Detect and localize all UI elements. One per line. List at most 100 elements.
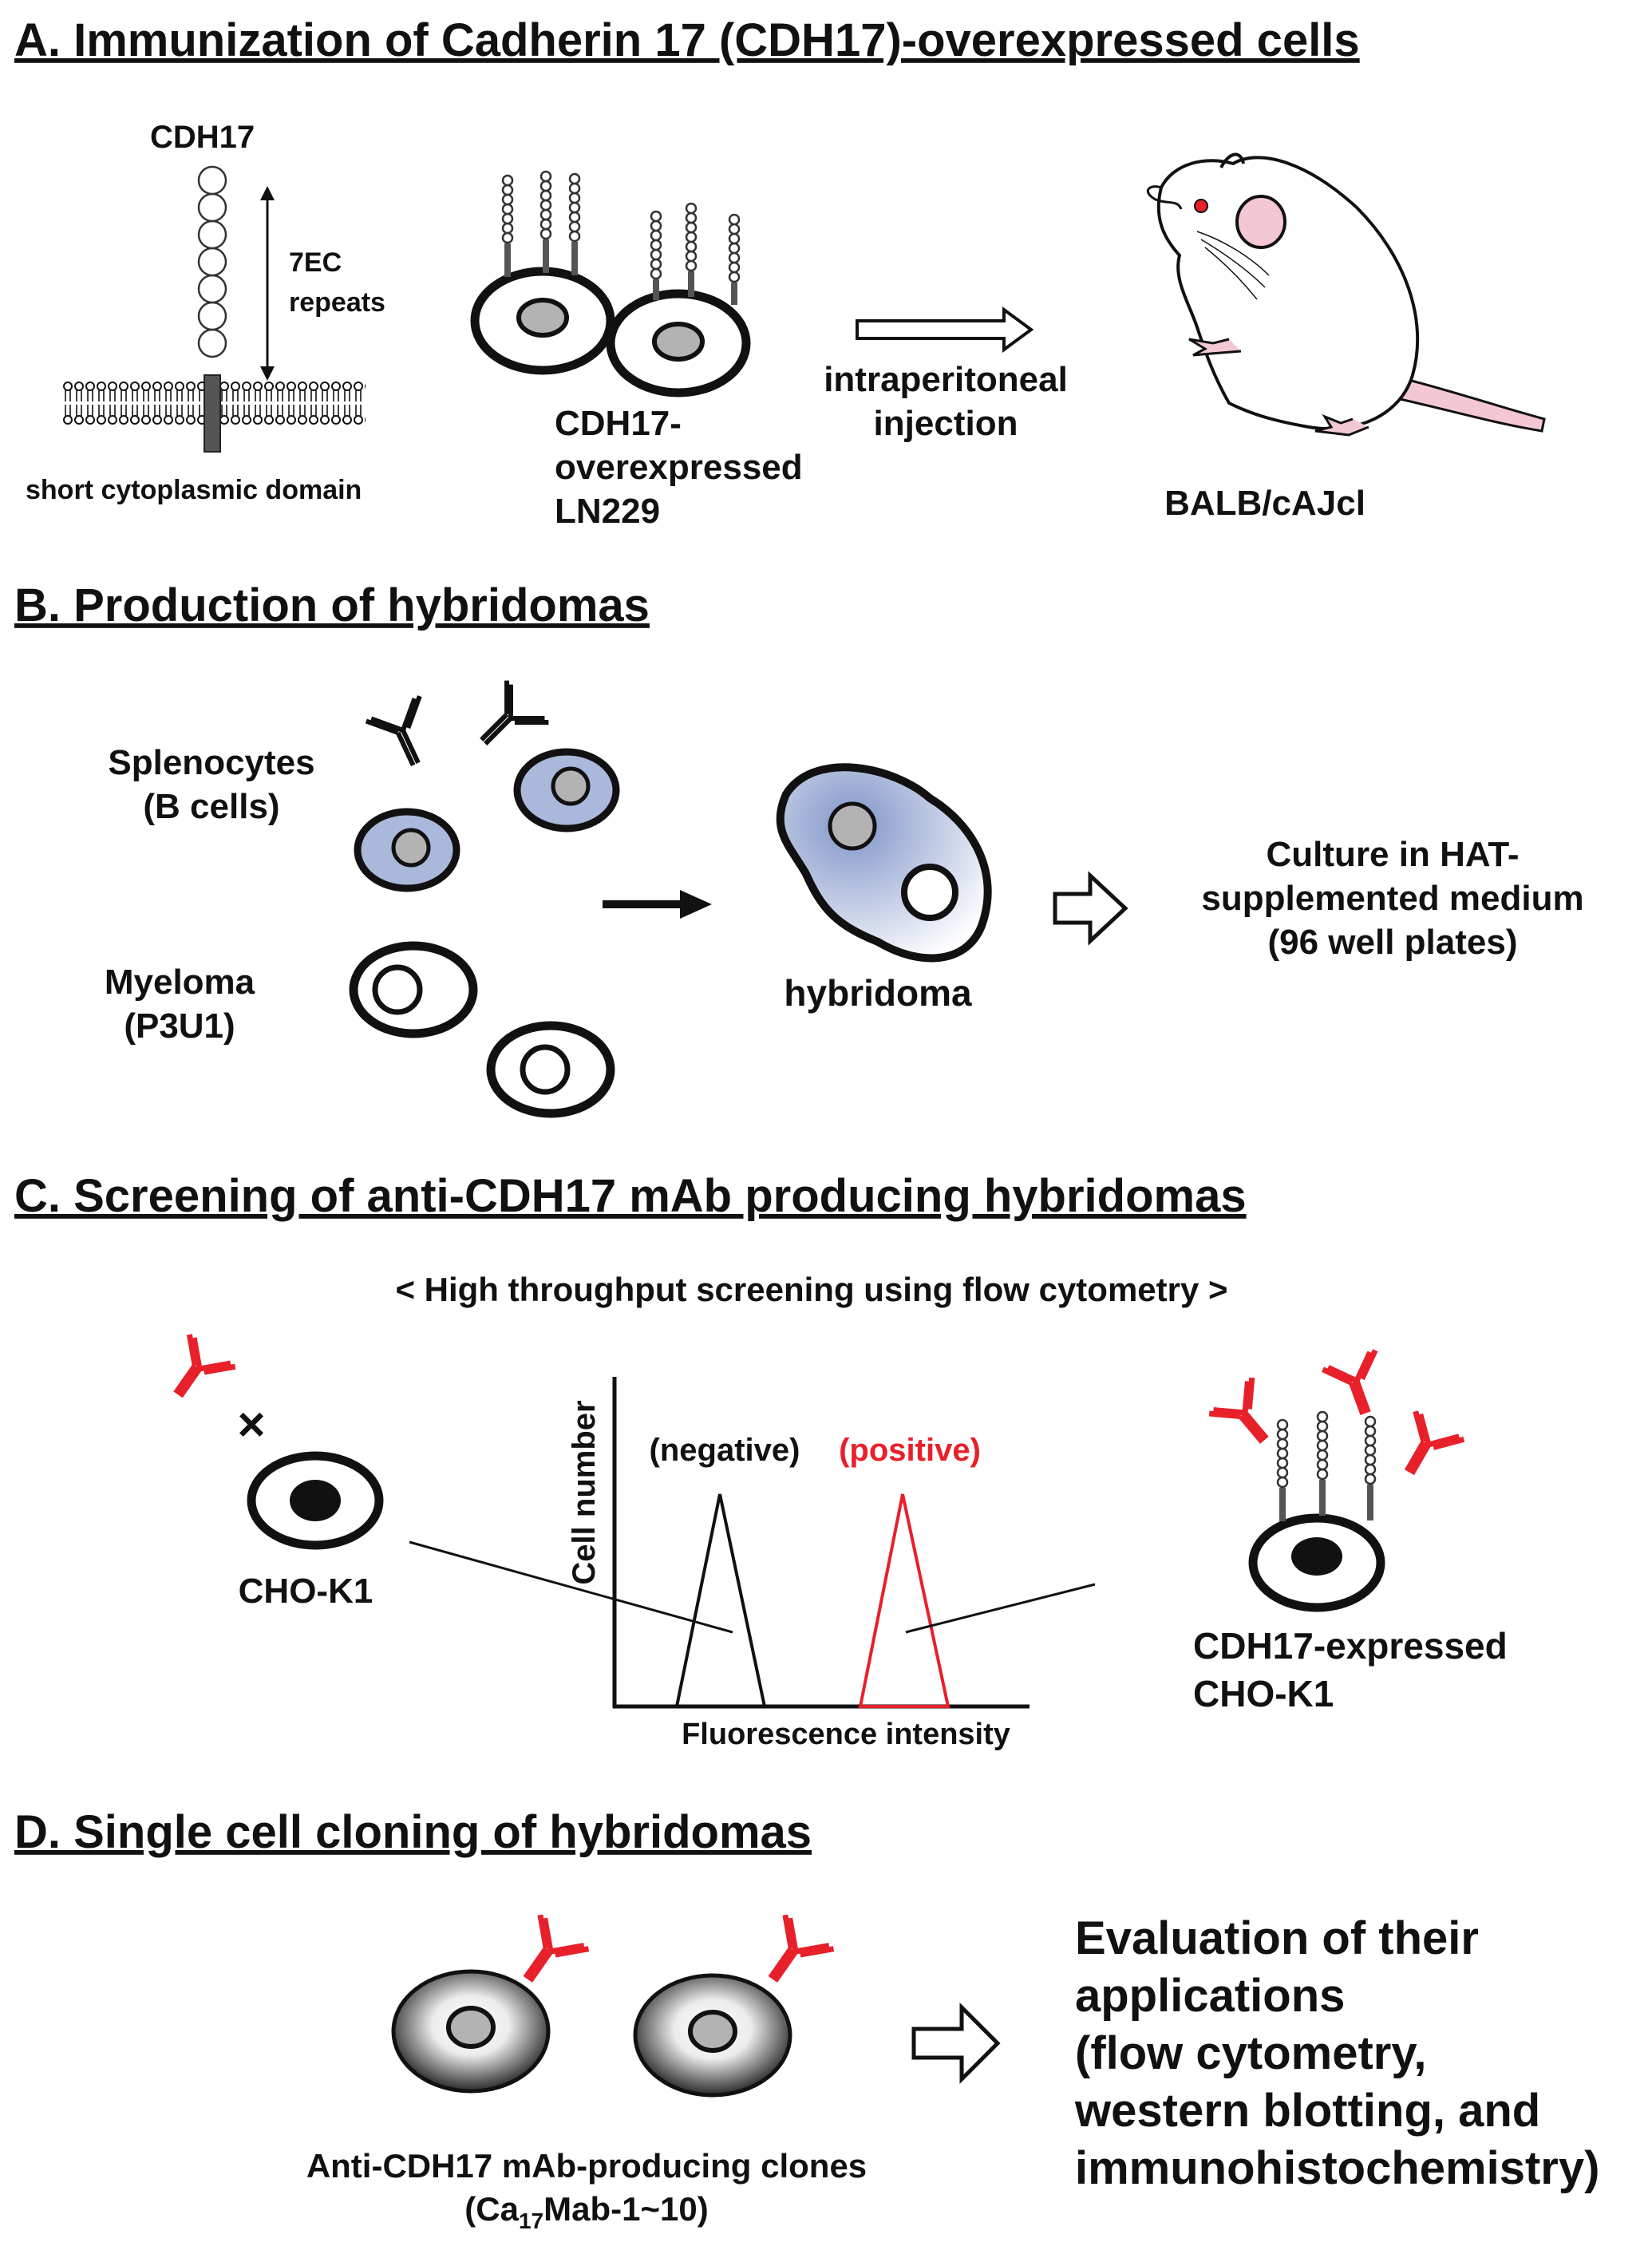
ec-repeat-bead xyxy=(197,274,227,304)
negative-peak-label: (negative) xyxy=(650,1433,800,1468)
cdh17-molecule xyxy=(568,172,581,275)
cdh17-expressed-cell xyxy=(1208,1349,1465,1612)
evaluation-line5: immunohistochemistry) xyxy=(1075,2142,1599,2194)
y-axis-label: Cell number xyxy=(567,1400,602,1584)
ec-repeat-bead xyxy=(197,301,227,331)
clones-label-line2: (Ca17Mab-1~10) xyxy=(464,2190,708,2233)
ec-repeat-bead xyxy=(197,219,227,250)
myeloma-label-line1: Myeloma xyxy=(105,963,255,1002)
cdh17-label: CDH17 xyxy=(150,120,255,155)
red-antibody-unbound xyxy=(173,1334,236,1398)
ln229-cell-2 xyxy=(606,289,751,397)
panel-d: D. Single cell cloning of hybridomas Ant… xyxy=(14,1806,1599,2233)
negative-peak xyxy=(675,1493,766,1707)
hybridoma-body xyxy=(776,763,992,963)
cdh17-cho-k1-nucleus xyxy=(1291,1537,1342,1576)
cdh17-molecule xyxy=(1364,1415,1377,1520)
cdh17-molecule xyxy=(501,174,514,277)
cell-nucleus xyxy=(652,322,705,362)
evaluation-arrow xyxy=(911,2002,1001,2085)
evaluation-line4: western blotting, and xyxy=(1074,2085,1540,2137)
fusion-arrow-head xyxy=(680,890,712,919)
clones-label-line1: Anti-CDH17 mAb-producing clones xyxy=(306,2147,867,2185)
mouse-illustration xyxy=(1146,152,1546,437)
clone-cell-1 xyxy=(391,1969,551,2094)
mouse-whiskers xyxy=(1196,231,1270,300)
splenocytes-label-line1: Splenocytes xyxy=(108,743,314,782)
ec-repeat-bead xyxy=(197,247,227,277)
panel-a: A. Immunization of Cadherin 17 (CDH17)-o… xyxy=(14,14,1546,531)
cdh17-molecule xyxy=(650,210,662,300)
ec-repeat-bead xyxy=(197,192,227,223)
screening-subheading: < High throughput screening using flow c… xyxy=(395,1271,1227,1308)
evaluation-line1: Evaluation of their xyxy=(1075,1912,1479,1964)
culture-label-line3: (96 well plates) xyxy=(1267,923,1517,962)
ln229-label-line3: LN229 xyxy=(555,492,660,531)
antibody-icon-1 xyxy=(365,695,422,767)
clones-label-prefix: (Ca xyxy=(464,2190,519,2228)
mouse-eye xyxy=(1194,199,1208,213)
negative-pointer-line xyxy=(409,1540,733,1634)
flow-histogram: Cell number Fluorescence intensity (nega… xyxy=(409,1377,1096,1751)
cdh17-cho-k1-label-line2: CHO-K1 xyxy=(1193,1673,1334,1714)
mouse-snout xyxy=(1146,185,1183,210)
transmembrane-domain xyxy=(204,374,221,453)
cho-k1-cell xyxy=(247,1451,384,1550)
mouse-front-paw xyxy=(1188,338,1242,357)
mouse-ear xyxy=(1235,195,1286,249)
injection-arrow xyxy=(856,306,1034,353)
cdh17-cho-k1-label-line1: CDH17-expressed xyxy=(1193,1625,1508,1667)
positive-pointer-line xyxy=(905,1583,1096,1634)
ln229-label-line1: CDH17- xyxy=(555,404,682,443)
mouse-tail xyxy=(1391,375,1546,433)
myeloma-nucleus xyxy=(520,1044,571,1095)
splenocytes-label-line2: (B cells) xyxy=(143,787,279,826)
hybridoma-nucleus-white xyxy=(901,864,958,921)
repeats-label-line2: repeats xyxy=(289,287,385,318)
myeloma-label-line2: (P3U1) xyxy=(124,1006,235,1046)
mouse-strain-label: BALB/cAJcl xyxy=(1164,484,1365,523)
repeats-label-line1: 7EC xyxy=(289,247,342,278)
culture-label-line1: Culture in HAT- xyxy=(1267,835,1520,874)
positive-peak xyxy=(858,1493,950,1708)
myeloma-cell-1 xyxy=(349,941,478,1038)
route-label-line1: intraperitoneal xyxy=(824,360,1068,399)
cdh17-molecule xyxy=(1276,1418,1289,1521)
b-cell-nucleus xyxy=(391,828,431,868)
culture-label-line2: supplemented medium xyxy=(1201,879,1583,918)
cdh17-molecule xyxy=(685,202,698,297)
red-antibody-bound xyxy=(1322,1349,1378,1416)
panel-a-heading: A. Immunization of Cadherin 17 (CDH17)-o… xyxy=(14,14,1360,66)
b-cell-2 xyxy=(513,748,620,832)
clone-antibody-1 xyxy=(523,1914,590,1983)
mouse-body xyxy=(1156,156,1420,431)
mouse-hind-paw xyxy=(1314,413,1369,437)
ln229-label-line2: overexpressed xyxy=(555,448,803,487)
culture-arrow xyxy=(1053,871,1128,946)
mouse-ear-back xyxy=(1219,152,1245,168)
clone-cell-2 xyxy=(633,1973,792,2098)
evaluation-line2: applications xyxy=(1075,1970,1345,2022)
panel-c-heading: C. Screening of anti-CDH17 mAb producing… xyxy=(14,1170,1247,1222)
red-antibody-bound xyxy=(1404,1410,1465,1476)
ec-repeat-bead xyxy=(197,165,227,196)
cell-nucleus xyxy=(516,298,569,338)
antibody-icon-2 xyxy=(480,680,549,745)
route-label-line2: injection xyxy=(874,404,1018,443)
red-antibody-bound xyxy=(1208,1377,1269,1444)
clones-label-subscript: 17 xyxy=(519,2208,543,2233)
cytoplasmic-domain-label: short cytoplasmic domain xyxy=(26,475,362,505)
positive-peak-label: (positive) xyxy=(839,1433,981,1468)
clone-antibody-2 xyxy=(768,1914,835,1983)
no-binding-mark: × xyxy=(237,1398,265,1451)
myeloma-cell-2 xyxy=(486,1021,615,1118)
ln229-surface-cdh17 xyxy=(501,170,741,305)
ec-repeats-chain xyxy=(197,165,227,358)
clone-nucleus xyxy=(446,2006,496,2049)
panel-b: B. Production of hybridomas Splenocytes … xyxy=(14,579,1584,1118)
clone-nucleus xyxy=(688,2010,737,2053)
panel-b-heading: B. Production of hybridomas xyxy=(14,579,650,631)
hybridoma-nucleus-gray xyxy=(828,801,877,851)
cdh17-molecule xyxy=(1316,1410,1329,1516)
